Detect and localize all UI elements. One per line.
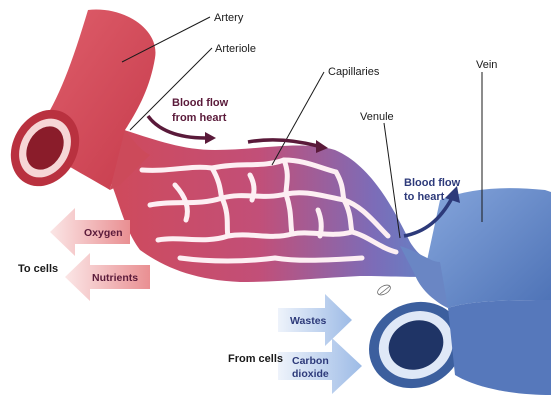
artery bbox=[0, 10, 155, 199]
carbon-dioxide-line2: dioxide bbox=[292, 368, 329, 380]
vein-label: Vein bbox=[476, 59, 497, 71]
carbon-dioxide-label: Carbon dioxide bbox=[292, 355, 332, 380]
venule-label: Venule bbox=[360, 111, 394, 123]
to-cells-label: To cells bbox=[18, 263, 58, 275]
capillaries-label: Capillaries bbox=[328, 66, 380, 78]
artery-label: Artery bbox=[214, 12, 244, 24]
arteriole-label: Arteriole bbox=[215, 43, 256, 55]
flow-from-heart-line1: Blood flow bbox=[172, 97, 229, 109]
carbon-dioxide-line1: Carbon bbox=[292, 355, 329, 367]
flow-to-heart-line1: Blood flow bbox=[404, 177, 461, 189]
flow-to-heart-line2: to heart bbox=[404, 191, 445, 203]
flow-from-heart-line2: from heart bbox=[172, 112, 227, 124]
from-cells-label: From cells bbox=[228, 353, 283, 365]
nutrients-label: Nutrients bbox=[92, 272, 138, 284]
flow-from-heart-arrowhead-1 bbox=[205, 132, 216, 144]
wastes-label: Wastes bbox=[290, 315, 327, 327]
cell-sketch-icon bbox=[376, 283, 392, 297]
oxygen-label: Oxygen bbox=[84, 227, 123, 239]
